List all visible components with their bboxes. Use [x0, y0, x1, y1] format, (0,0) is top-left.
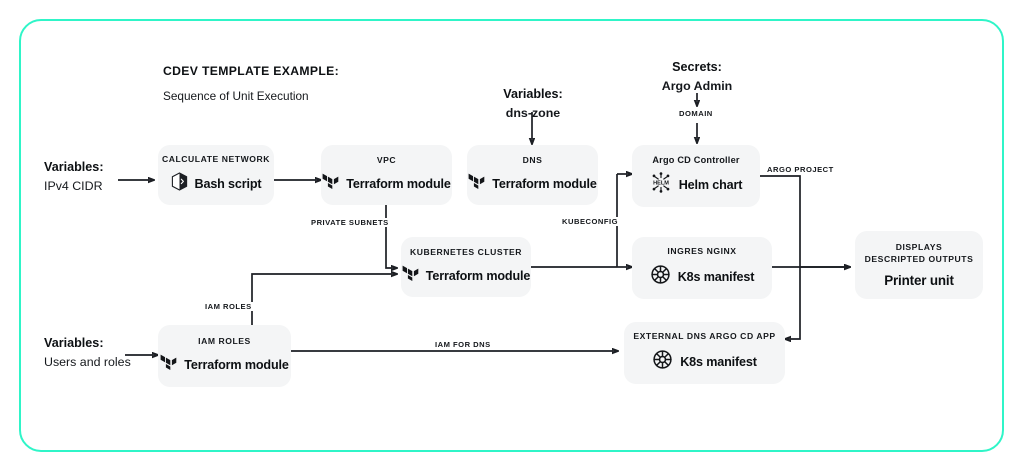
helm-icon: HELM — [650, 172, 672, 198]
node-title: K8s manifest — [677, 269, 755, 284]
edge-vpc-to-k8scluster — [385, 205, 397, 268]
node-kicker: VPC — [376, 154, 397, 165]
node-kicker: DNS — [522, 154, 543, 165]
node-body: Terraform module — [322, 172, 451, 195]
label-strong: Variables: — [44, 160, 104, 174]
terraform-icon — [160, 353, 177, 376]
node-printer-unit[interactable]: DISPLAYS DESCRIPTED OUTPUTS Printer unit — [855, 231, 983, 299]
node-kicker: Argo CD Controller — [652, 154, 740, 165]
kubernetes-icon — [650, 264, 671, 290]
node-body: K8s manifest — [652, 349, 757, 375]
node-body: Printer unit — [884, 273, 954, 288]
node-kubernetes-cluster[interactable]: KUBERNETES CLUSTER Terraform module — [401, 237, 531, 297]
svg-text:HELM: HELM — [653, 181, 669, 187]
edge-label-iam-for-dns: IAM FOR DNS — [433, 340, 493, 349]
diagram-heading: CDEV TEMPLATE EXAMPLE: Sequence of Unit … — [163, 64, 339, 103]
kubernetes-icon — [652, 349, 673, 375]
input-variables-dns-zone: Variables: dns-zone — [495, 85, 571, 123]
edge-label-argo-project: ARGO PROJECT — [765, 165, 836, 174]
heading-title: CDEV TEMPLATE EXAMPLE: — [163, 64, 340, 78]
node-title: Bash script — [194, 176, 262, 191]
node-title: Terraform module — [346, 176, 451, 191]
node-kicker: INGRES NGINX — [667, 246, 737, 257]
terraform-icon — [322, 172, 339, 195]
edge-iamroles-to-k8scluster — [251, 274, 397, 325]
node-body: Terraform module — [402, 264, 530, 287]
node-kicker: EXTERNAL DNS ARGO CD APP — [633, 331, 776, 342]
node-body: Terraform module — [468, 172, 597, 195]
input-secrets-argo-admin: Secrets: Argo Admin — [643, 58, 751, 96]
node-calculate-network[interactable]: CALCULATE NETWORK Bash script — [158, 145, 274, 205]
node-title: Helm chart — [678, 178, 743, 193]
bash-cube-icon — [171, 172, 188, 196]
node-dns[interactable]: DNS Terraform module — [467, 145, 598, 205]
node-body: K8s manifest — [650, 264, 755, 290]
node-external-dns-argo-cd-app[interactable]: EXTERNAL DNS ARGO CD APP — [624, 322, 785, 384]
node-body: Terraform module — [160, 353, 289, 376]
edge-label-iam-roles: IAM ROLES — [203, 302, 254, 311]
label-weak: Users and roles — [44, 354, 131, 369]
edge-label-kubeconfig: KUBECONFIG — [560, 217, 621, 226]
input-variables-ipv4: Variables: IPv4 CIDR — [44, 158, 104, 196]
node-kicker: KUBERNETES CLUSTER — [409, 246, 523, 257]
label-weak: dns-zone — [505, 105, 561, 120]
node-ingres-nginx[interactable]: INGRES NGINX — [632, 237, 772, 299]
edge-label-domain: DOMAIN — [677, 109, 715, 118]
node-title: Terraform module — [184, 357, 289, 372]
node-body: Bash script — [171, 172, 262, 196]
node-iam-roles[interactable]: IAM ROLES Terraform module — [158, 325, 291, 387]
node-kicker: DISPLAYS DESCRIPTED OUTPUTS — [864, 241, 974, 264]
terraform-icon — [468, 172, 485, 195]
edge-label-private-subnets: PRIVATE SUBNETS — [309, 218, 391, 227]
node-vpc[interactable]: VPC Terraform module — [321, 145, 452, 205]
node-body: HELM Helm chart — [650, 172, 743, 198]
heading-subtitle: Sequence of Unit Execution — [163, 89, 309, 103]
label-strong: Variables: — [503, 87, 563, 101]
label-weak: IPv4 CIDR — [44, 178, 103, 193]
label-weak: Argo Admin — [661, 78, 733, 93]
node-title: Terraform module — [425, 268, 531, 283]
input-variables-users-roles: Variables: Users and roles — [44, 334, 131, 372]
diagram-frame — [19, 19, 1004, 452]
label-strong: Secrets: — [672, 60, 722, 74]
node-argo-cd-controller[interactable]: Argo CD Controller — [632, 145, 760, 207]
label-strong: Variables: — [44, 336, 104, 350]
node-title: Printer unit — [884, 273, 954, 289]
edge-argoproject-trunk — [760, 175, 801, 339]
node-kicker: CALCULATE NETWORK — [161, 154, 270, 165]
node-kicker: IAM ROLES — [198, 335, 251, 346]
node-title: K8s manifest — [680, 354, 757, 369]
node-title: Terraform module — [492, 176, 597, 191]
terraform-icon — [402, 264, 419, 287]
